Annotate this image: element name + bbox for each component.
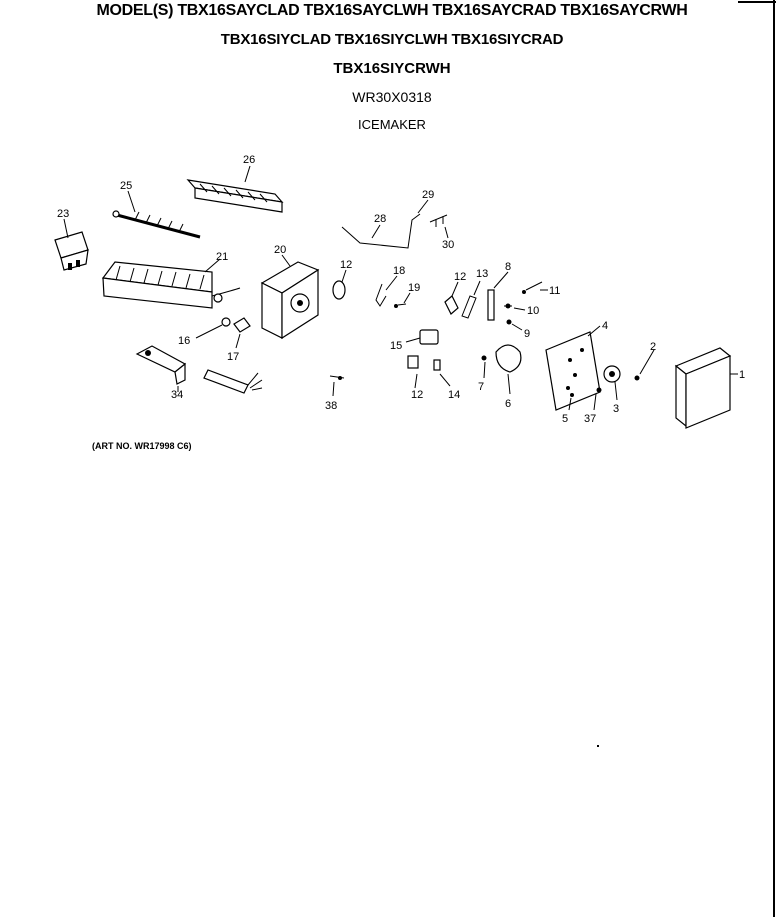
callout-13: 13 — [476, 268, 488, 280]
callout-16: 16 — [178, 335, 190, 347]
part-12-13-8-switch-group — [444, 271, 548, 331]
callout-19: 19 — [408, 282, 420, 294]
callout-8: 8 — [505, 261, 511, 273]
callout-11: 11 — [549, 285, 560, 297]
part-18-19-lever — [375, 275, 411, 308]
callout-23: 23 — [57, 208, 69, 220]
part-34-fill-tube — [135, 345, 187, 392]
callout-28: 28 — [374, 213, 386, 225]
part-2-3-37-5-hardware — [568, 349, 655, 411]
top-border-rule — [738, 1, 776, 3]
callout-18: 18 — [393, 265, 405, 277]
part-1-cover — [674, 347, 738, 429]
callout-15: 15 — [390, 340, 402, 352]
part-38-screw — [329, 375, 345, 397]
part-wire-harness — [203, 369, 263, 394]
part-4-mounting-plate — [545, 325, 601, 411]
art-number-caption: (ART NO. WR17998 C6) — [92, 441, 192, 451]
callout-3: 3 — [613, 403, 619, 415]
part-26-shield — [186, 165, 284, 213]
callout-12-b: 12 — [454, 271, 466, 283]
part-28-29-shutoff-arm — [341, 199, 449, 249]
callout-12-c: 12 — [411, 389, 423, 401]
callout-21: 21 — [216, 251, 228, 263]
callout-14: 14 — [448, 389, 460, 401]
callout-30: 30 — [442, 239, 454, 251]
part-15-motor — [405, 329, 439, 345]
part-12-bushing-a — [332, 269, 347, 300]
callout-26: 26 — [243, 154, 255, 166]
part-23-fill-cup — [54, 218, 89, 271]
kit-part-number: WR30X0318 — [352, 89, 432, 105]
callout-25: 25 — [120, 180, 132, 192]
callout-9: 9 — [524, 328, 530, 340]
model-list-line-2: TBX16SIYCLAD TBX16SIYCLWH TBX16SIYCRAD — [220, 31, 564, 48]
callout-29: 29 — [422, 189, 434, 201]
callout-20: 20 — [274, 244, 286, 256]
model-list-line-3: TBX16SIYCRWH — [333, 60, 451, 77]
callout-6: 6 — [505, 398, 511, 410]
callout-12-a: 12 — [340, 259, 352, 271]
scan-speck — [597, 745, 599, 747]
callout-2: 2 — [650, 341, 656, 353]
callout-10: 10 — [527, 305, 539, 317]
callout-7: 7 — [478, 381, 484, 393]
callout-4: 4 — [602, 320, 608, 332]
section-title: ICEMAKER — [358, 117, 426, 132]
callout-1: 1 — [739, 369, 745, 381]
model-list-line-1: MODEL(S) TBX16SAYCLAD TBX16SAYCLWH TBX16… — [96, 2, 688, 19]
right-border-rule — [773, 0, 775, 917]
part-21-mold — [101, 258, 241, 309]
part-25-ejector — [112, 190, 201, 239]
callout-37: 37 — [584, 413, 596, 425]
callout-5: 5 — [562, 413, 568, 425]
callout-labels: 26 25 23 21 20 28 29 30 12 18 19 12 13 8… — [57, 154, 745, 425]
part-20-housing — [260, 254, 320, 340]
callout-34: 34 — [171, 389, 183, 401]
part-12-14-thermostat — [407, 355, 451, 389]
part-16-17-gear-cam — [195, 317, 251, 349]
callout-38: 38 — [325, 400, 337, 412]
callout-17: 17 — [227, 351, 239, 363]
part-6-7-timing-motor — [481, 344, 522, 395]
